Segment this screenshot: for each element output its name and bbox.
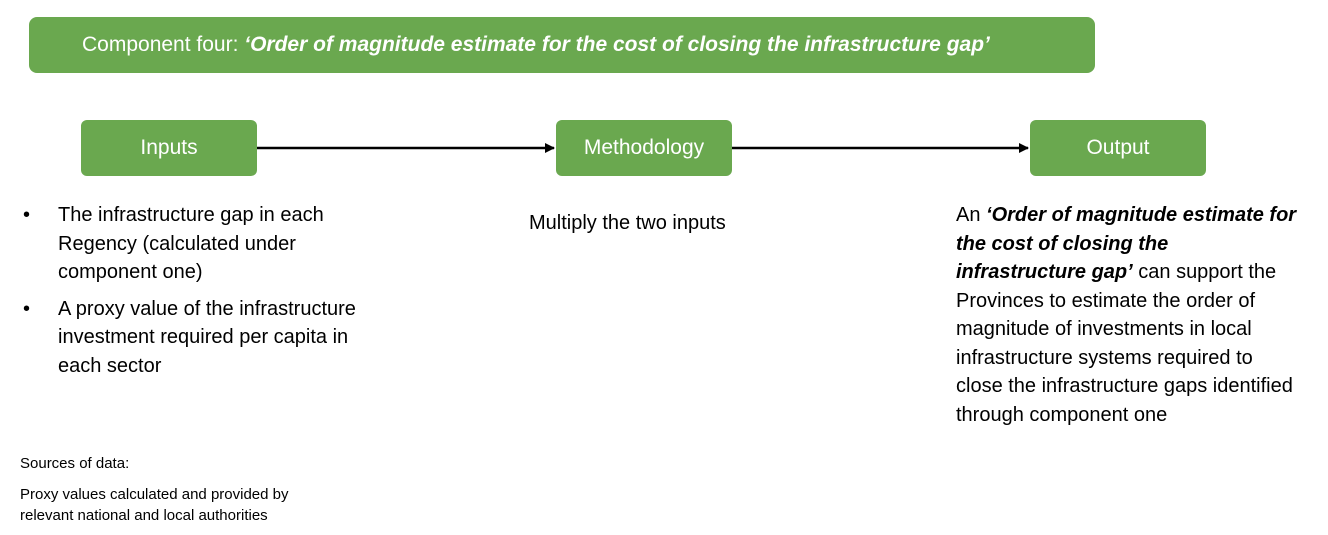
inputs-list: • The infrastructure gap in each Regency… — [21, 201, 361, 388]
banner-title: ‘Order of magnitude estimate for the cos… — [244, 33, 990, 56]
methodology-text: Multiply the two inputs — [529, 212, 726, 234]
methodology-box: Methodology — [556, 120, 732, 176]
sources-heading: Sources of data: — [20, 455, 130, 472]
output-box: Output — [1030, 120, 1206, 176]
bullet: • — [23, 204, 31, 226]
banner-prefix: Component four: — [82, 33, 245, 56]
inputs-item-text: A proxy value of the infrastructure inve… — [58, 297, 356, 377]
inputs-box-label: Inputs — [140, 136, 198, 159]
output-lead: An — [956, 204, 987, 226]
inputs-item-text: The infrastructure gap in each Regency (… — [58, 204, 324, 283]
output-rest: can support the Provinces to estimate th… — [956, 261, 1293, 426]
list-item: • A proxy value of the infrastructure in… — [21, 295, 361, 381]
output-emphasis: ‘Order of magnitude estimate for the cos… — [956, 204, 1297, 283]
component-banner: Component four: ‘Order of magnitude esti… — [29, 17, 1095, 73]
methodology-box-label: Methodology — [583, 136, 705, 159]
inputs-box: Inputs — [81, 120, 257, 176]
output-box-label: Output — [1086, 136, 1150, 159]
bullet: • — [23, 297, 31, 320]
sources-body: Proxy values calculated and provided by … — [20, 486, 289, 524]
list-item: • The infrastructure gap in each Regency… — [21, 201, 361, 287]
output-description: An ‘Order of magnitude estimate for the … — [956, 201, 1301, 429]
